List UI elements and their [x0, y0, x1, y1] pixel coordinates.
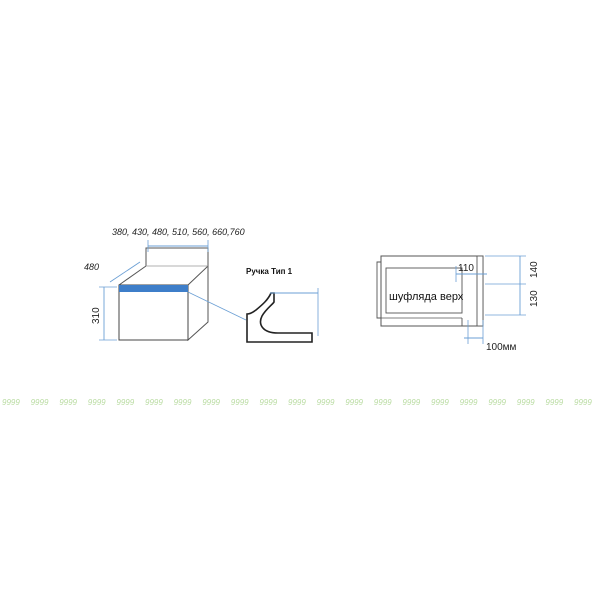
watermark-item: 9999 [288, 398, 306, 407]
cabinet-top-edge [118, 265, 147, 286]
cabinet-back-panel [145, 247, 209, 266]
depth-dim-label: 480 [84, 262, 99, 272]
watermark-item: 9999 [460, 398, 478, 407]
watermark-item: 9999 [431, 398, 449, 407]
depth-dim-line [109, 261, 141, 283]
watermark-item: 9999 [545, 398, 563, 407]
drawer-dim-right-lower-label: 130 [529, 290, 540, 307]
handle-leader-line [187, 291, 247, 321]
watermark-item: 9999 [2, 398, 20, 407]
drawer-section: шуфляда верх 110 140 130 100мм [376, 255, 540, 353]
watermark-item: 9999 [116, 398, 134, 407]
drawer-inner-box [385, 267, 463, 314]
drawer-label: шуфляда верх [389, 291, 464, 303]
cabinet-side-panel [187, 264, 209, 342]
watermark-item: 9999 [174, 398, 192, 407]
handle-title: Ручка Тип 1 [246, 267, 293, 276]
width-dim-label: 380, 430, 480, 510, 560, 660,760 [112, 227, 245, 237]
watermark-item: 9999 [517, 398, 535, 407]
watermark-item: 9999 [31, 398, 49, 407]
handle-detail: Ручка Тип 1 [246, 267, 319, 343]
watermark-item: 9999 [574, 398, 592, 407]
watermark-item: 9999 [59, 398, 77, 407]
watermark-item: 9999 [374, 398, 392, 407]
watermark-item: 9999 [317, 398, 335, 407]
cabinet-drawing: 380, 430, 480, 510, 560, 660,760 480 310 [84, 227, 247, 342]
watermark-item: 9999 [88, 398, 106, 407]
watermark-strip: 9999 9999 9999 9999 9999 9999 9999 9999 9999 9999… [2, 398, 592, 407]
cabinet-accent-band [119, 285, 188, 292]
drawer-side-notch [376, 261, 381, 319]
drawer-dim-right-upper-label: 140 [529, 261, 540, 278]
drawer-bottom-step [461, 318, 472, 327]
height-dim-label: 310 [91, 307, 102, 324]
cabinet-front-panel [118, 284, 189, 341]
handle-profile [246, 292, 313, 343]
watermark-item: 9999 [402, 398, 420, 407]
watermark-item: 9999 [145, 398, 163, 407]
watermark-item: 9999 [202, 398, 220, 407]
watermark-item: 9999 [231, 398, 249, 407]
watermark-item: 9999 [488, 398, 506, 407]
watermark-item: 9999 [345, 398, 363, 407]
drawer-dim-bottom-label: 100мм [486, 342, 517, 353]
watermark-item: 9999 [259, 398, 277, 407]
drawer-right-panel [476, 255, 484, 327]
drawer-dim-top-label: 110 [458, 263, 474, 274]
